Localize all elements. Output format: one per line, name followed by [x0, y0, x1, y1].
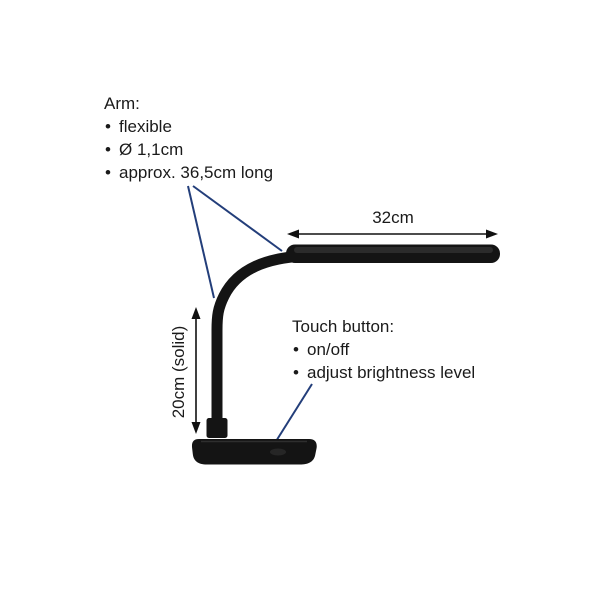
arm-bullet-diameter: • Ø 1,1cm [104, 138, 273, 161]
arm-bullet-length: • approx. 36,5cm long [104, 161, 273, 184]
lamp-base [191, 439, 317, 465]
touch-bullet-brightness-label: adjust brightness level [307, 363, 476, 382]
bullet-glyph: • [105, 117, 111, 136]
height-dimension-arrowhead-top [191, 307, 201, 319]
arm-bullet-flexible-label: flexible [119, 117, 172, 136]
touch-button-annotation: Touch button: • on/off • adjust brightne… [292, 315, 475, 384]
touch-bullet-brightness: • adjust brightness level [292, 361, 475, 384]
lamp-arm-joint [206, 418, 228, 438]
lamp-head-sheen [294, 247, 493, 253]
arm-pointer-line-to-vertical-arm [187, 185, 215, 299]
bullet-glyph: • [105, 140, 111, 159]
width-dimension-label: 32cm [372, 208, 414, 227]
height-dimension-arrowhead-bottom [191, 422, 201, 434]
bullet-glyph: • [105, 163, 111, 182]
touch-button-pointer-line [272, 383, 313, 447]
arm-bullet-length-label: approx. 36,5cm long [119, 163, 274, 182]
width-dimension-arrowhead-left [287, 229, 299, 239]
width-dimension-arrowhead-right [486, 229, 498, 239]
arm-bullet-diameter-label: Ø 1,1cm [119, 140, 184, 159]
bullet-glyph: • [293, 340, 299, 359]
touch-bullet-onoff: • on/off [292, 338, 475, 361]
touch-button-annotation-title: Touch button: [292, 317, 395, 336]
arm-bullet-flexible: • flexible [104, 115, 273, 138]
arm-annotation: Arm: • flexible • Ø 1,1cm • approx. 36,5… [104, 92, 273, 184]
height-dimension-label: 20cm (solid) [169, 325, 188, 419]
bullet-glyph: • [293, 363, 299, 382]
lamp-flexible-arm [211, 250, 309, 432]
arm-pointer-line-to-head-curve [192, 185, 283, 252]
arm-annotation-title: Arm: [104, 94, 140, 113]
touch-bullet-onoff-label: on/off [307, 340, 350, 359]
touch-button[interactable] [270, 448, 286, 456]
